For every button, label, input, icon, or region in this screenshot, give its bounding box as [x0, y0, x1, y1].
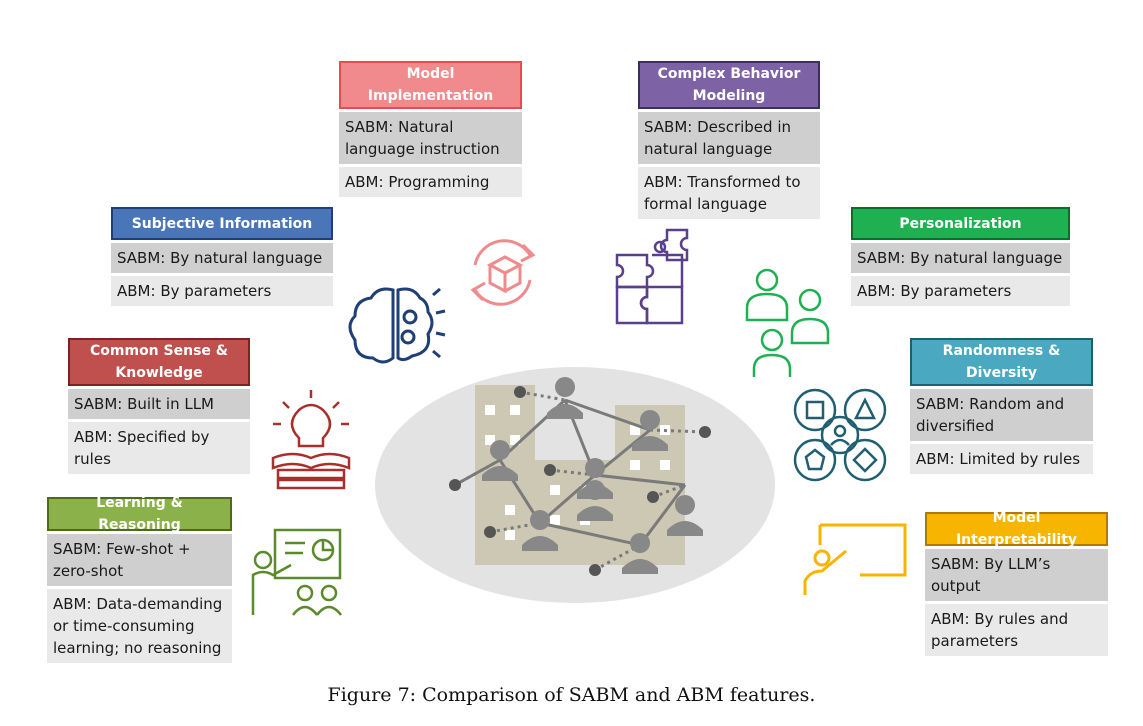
card-model-implementation: Model Implementation SABM: Natural langu…: [339, 61, 522, 197]
card-randomness: Randomness & Diversity SABM: Random and …: [910, 338, 1093, 474]
card-title-complex-behavior: Complex Behavior Modeling: [638, 61, 820, 109]
card-abm-learning-reasoning: ABM: Data-demanding or time-consuming le…: [47, 589, 232, 663]
card-abm-model-interpretability: ABM: By rules and parameters: [925, 604, 1108, 656]
card-subjective-information: Subjective Information SABM: By natural …: [111, 207, 333, 306]
card-personalization: Personalization SABM: By natural languag…: [851, 207, 1070, 306]
card-common-sense: Common Sense & Knowledge SABM: Built in …: [68, 338, 250, 474]
card-sabm-randomness: SABM: Random and diversified: [910, 389, 1093, 441]
card-abm-complex-behavior: ABM: Transformed to formal language: [638, 167, 820, 219]
brain-gears-icon: [348, 287, 446, 364]
presentation-pointer-icon: [803, 523, 907, 595]
card-sabm-common-sense: SABM: Built in LLM: [68, 389, 250, 419]
card-sabm-subjective-information: SABM: By natural language: [111, 243, 333, 273]
figure-caption: Figure 7: Comparison of SABM and ABM fea…: [327, 684, 816, 706]
card-title-randomness: Randomness & Diversity: [910, 338, 1093, 386]
card-abm-randomness: ABM: Limited by rules: [910, 444, 1093, 474]
card-learning-reasoning: Learning & Reasoning SABM: Few-shot + ze…: [47, 495, 232, 663]
teacher-chart-icon: [251, 528, 342, 616]
card-abm-model-implementation: ABM: Programming: [339, 167, 522, 197]
card-sabm-learning-reasoning: SABM: Few-shot + zero-shot: [47, 534, 232, 586]
people-icon: [745, 268, 830, 377]
card-title-common-sense: Common Sense & Knowledge: [68, 338, 250, 386]
card-model-interpretability: Model Interpretability SABM: By LLM’s ou…: [925, 510, 1108, 656]
card-title-subjective-information: Subjective Information: [111, 207, 333, 240]
card-title-model-interpretability: Model Interpretability: [925, 510, 1108, 548]
card-abm-subjective-information: ABM: By parameters: [111, 276, 333, 306]
card-sabm-model-interpretability: SABM: By LLM’s output: [925, 549, 1108, 601]
card-title-model-implementation: Model Implementation: [339, 61, 522, 109]
card-title-learning-reasoning: Learning & Reasoning: [47, 495, 232, 533]
city-network-illustration: [375, 367, 775, 603]
card-sabm-model-implementation: SABM: Natural language instruction: [339, 112, 522, 164]
puzzle-icon: [615, 228, 689, 325]
shapes-network-icon: [793, 388, 887, 482]
lightbulb-book-icon: [271, 390, 351, 490]
card-sabm-complex-behavior: SABM: Described in natural language: [638, 112, 820, 164]
card-sabm-personalization: SABM: By natural language: [851, 243, 1070, 273]
card-abm-personalization: ABM: By parameters: [851, 276, 1070, 306]
card-complex-behavior: Complex Behavior Modeling SABM: Describe…: [638, 61, 820, 219]
refresh-box-icon: [470, 239, 536, 306]
card-title-personalization: Personalization: [851, 207, 1070, 240]
card-abm-common-sense: ABM: Specified by rules: [68, 422, 250, 474]
